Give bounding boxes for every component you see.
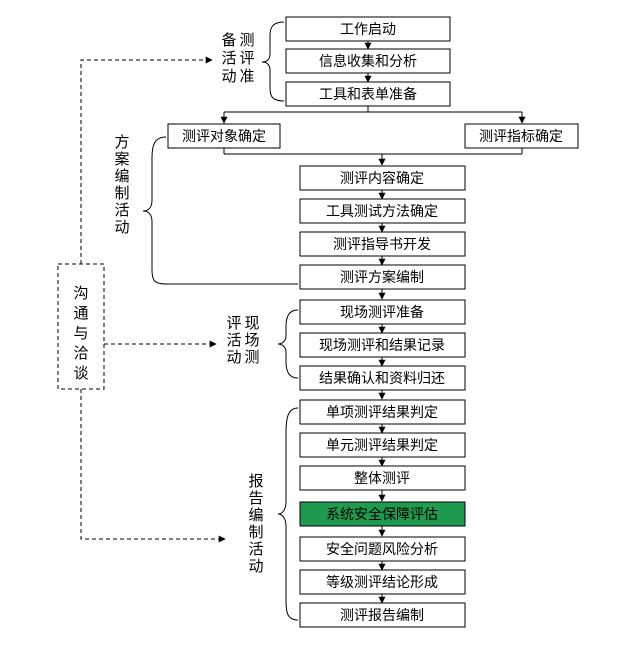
svg-text:工具测试方法确定: 工具测试方法确定	[326, 204, 438, 220]
phase-label-plan: 方 案 编 制 活 动	[114, 133, 129, 236]
phase-label-field: 评 现 活 场 动 测	[226, 314, 259, 366]
node-indicators: 测评指标确定	[464, 123, 579, 149]
svg-text:单元测评结果判定: 单元测评结果判定	[326, 438, 438, 454]
brace-field	[277, 309, 299, 379]
svg-text:制: 制	[248, 523, 263, 541]
svg-text:告: 告	[248, 489, 263, 507]
node-field-prep: 现场测评准备	[299, 299, 466, 325]
svg-text:工具和表单准备: 工具和表单准备	[319, 86, 417, 103]
svg-text:信息收集和分析: 信息收集和分析	[319, 53, 417, 70]
node-field-record: 现场测评和结果记录	[299, 332, 466, 358]
svg-text:通: 通	[73, 304, 88, 322]
svg-text:动: 动	[226, 348, 241, 366]
svg-text:整体测评: 整体测评	[354, 471, 410, 487]
node-overall: 整体测评	[299, 465, 466, 491]
svg-text:案: 案	[114, 150, 129, 168]
node-objects: 测评对象确定	[167, 123, 281, 149]
phase-label-prep: 备 测 活 评 动 准	[221, 31, 254, 85]
comm-connectors	[80, 56, 226, 543]
node-content: 测评内容确定	[299, 165, 466, 191]
node-report: 测评报告编制	[299, 602, 466, 628]
brace-report	[277, 407, 299, 621]
svg-text:方: 方	[114, 133, 129, 151]
svg-text:动: 动	[221, 67, 236, 85]
node-guide: 测评指导书开发	[299, 231, 466, 257]
node-system: 系统安全保障评估	[299, 501, 466, 527]
svg-text:测评对象确定: 测评对象确定	[182, 129, 266, 145]
svg-text:报: 报	[248, 472, 263, 490]
svg-text:活: 活	[221, 49, 236, 67]
svg-text:测评报告编制: 测评报告编制	[340, 608, 424, 624]
node-risk: 安全问题风险分析	[299, 536, 466, 562]
svg-text:测评指标确定: 测评指标确定	[479, 129, 563, 145]
svg-text:等级测评结论形成: 等级测评结论形成	[326, 574, 438, 591]
node-unit: 单元测评结果判定	[299, 432, 466, 458]
node-methods: 工具测试方法确定	[299, 198, 466, 224]
svg-text:现: 现	[244, 314, 259, 332]
svg-text:安全问题风险分析: 安全问题风险分析	[326, 541, 438, 558]
svg-text:谈: 谈	[73, 364, 88, 382]
node-tools: 工具和表单准备	[285, 81, 451, 107]
svg-text:洽: 洽	[73, 344, 88, 362]
svg-text:测评方案编制: 测评方案编制	[340, 269, 424, 286]
svg-text:编: 编	[114, 167, 129, 185]
svg-text:评: 评	[226, 314, 241, 332]
svg-text:活: 活	[114, 201, 129, 219]
svg-text:备: 备	[221, 31, 236, 49]
svg-text:准: 准	[239, 67, 254, 85]
svg-text:动: 动	[248, 557, 263, 575]
svg-text:活: 活	[248, 540, 263, 558]
svg-text:工作启动: 工作启动	[340, 22, 396, 38]
svg-text:测: 测	[244, 348, 259, 366]
svg-text:测评指导书开发: 测评指导书开发	[333, 237, 431, 253]
node-conclusion: 等级测评结论形成	[299, 569, 466, 595]
svg-text:编: 编	[248, 506, 263, 524]
svg-text:场: 场	[244, 331, 259, 349]
svg-text:评: 评	[239, 49, 254, 67]
svg-text:系统安全保障评估: 系统安全保障评估	[326, 506, 438, 523]
brace-plan	[142, 136, 298, 285]
node-plan-compile: 测评方案编制	[299, 264, 466, 290]
svg-text:现场测评和结果记录: 现场测评和结果记录	[319, 338, 445, 354]
svg-text:单项测评结果判定: 单项测评结果判定	[326, 405, 438, 421]
svg-text:现场测评准备: 现场测评准备	[340, 304, 424, 321]
svg-text:测: 测	[239, 31, 254, 49]
svg-text:活: 活	[226, 331, 241, 349]
split-connector	[220, 106, 526, 124]
node-collect: 信息收集和分析	[285, 48, 451, 74]
phase-label-report: 报 告 编 制 活 动	[248, 472, 263, 575]
comm-box: 沟 通 与 洽 谈	[57, 263, 105, 390]
svg-text:动: 动	[114, 218, 129, 236]
node-single: 单项测评结果判定	[299, 399, 466, 425]
svg-text:与: 与	[73, 324, 88, 342]
brace-prep	[261, 21, 285, 102]
svg-text:沟: 沟	[73, 284, 88, 302]
svg-text:结果确认和资料归还: 结果确认和资料归还	[319, 370, 445, 387]
merge-connector	[223, 148, 523, 166]
svg-text:测评内容确定: 测评内容确定	[340, 170, 424, 187]
node-confirm: 结果确认和资料归还	[299, 365, 466, 391]
node-start: 工作启动	[285, 16, 451, 42]
svg-text:制: 制	[114, 184, 129, 202]
